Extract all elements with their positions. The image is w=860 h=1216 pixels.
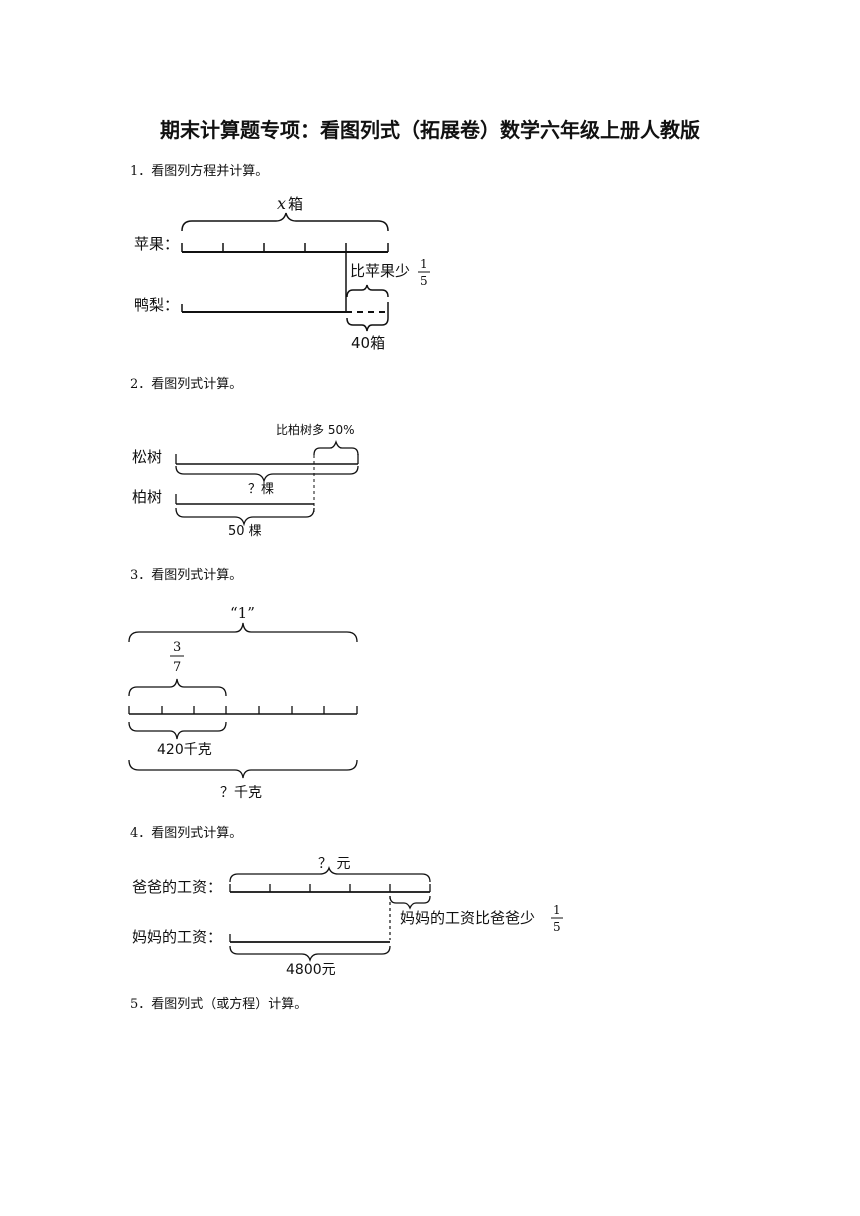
bottom-brace [346,317,389,332]
question-2: 2．看图列式计算。 [130,373,242,392]
mom-label: 妈妈的工资： [132,928,222,946]
top-unit: 箱 [288,195,303,213]
less-brace [389,895,431,910]
question-1: 1．看图列方程并计算。 [130,160,268,179]
question-text: 看图列式计算。 [151,377,243,392]
unit-one-label: “1” [230,604,255,622]
less-label: 比苹果少 [350,262,410,280]
top-brace [181,212,389,232]
dad-ticks [229,884,431,892]
question-number: 2． [130,377,152,392]
question-number: 3． [130,568,152,583]
part-label: 420千克 [157,742,212,758]
fraction-numerator: 1 [420,257,428,271]
part-brace [128,678,227,697]
pine-total: ？棵 [248,482,274,497]
bottom-label: 40箱 [351,334,385,352]
apple-ticks [181,243,389,252]
bottom-brace [229,945,391,963]
top-brace [229,865,431,883]
fraction-numerator: 1 [553,903,561,917]
less-label: 妈妈的工资比爸爸少 [400,909,535,927]
dad-label: 爸爸的工资： [132,878,222,896]
question-5: 5．看图列式（或方程）计算。 [130,993,307,1012]
apple-label: 苹果： [134,235,179,253]
top-label: ？ 元 [318,856,350,872]
segment-ticks [128,706,358,714]
question-number: 1． [130,164,152,179]
pine-label: 松树 [132,448,162,466]
fraction-denominator: 5 [553,920,561,934]
question-3: 3．看图列式计算。 [130,564,242,583]
question-text: 看图列式计算。 [151,568,243,583]
extra-brace [313,439,359,456]
pear-label: 鸭梨： [134,296,179,314]
fraction-numerator: 3 [173,640,181,655]
bottom-label: 4800元 [286,962,336,978]
cypress-total: 50 棵 [228,524,262,539]
fraction-denominator: 7 [173,660,181,675]
page-title: 期末计算题专项：看图列式（拓展卷）数学六年级上册人教版 [160,118,700,142]
question-text: 看图列式（或方程）计算。 [151,997,308,1012]
top-variable: x [277,194,286,213]
question-4: 4．看图列式计算。 [130,822,242,841]
total-label: ？千克 [220,785,262,801]
question-text: 看图列方程并计算。 [151,164,269,179]
pine-brace [175,465,359,484]
question-number: 4． [130,826,152,841]
cypress-brace [175,507,315,527]
cypress-label: 柏树 [132,488,162,506]
more-label: 比柏树多 50% [276,422,355,437]
part-bottom-brace [128,721,227,740]
segment-brace [346,284,389,298]
fraction-denominator: 5 [420,274,428,288]
question-text: 看图列式计算。 [151,826,243,841]
total-brace [128,759,358,779]
whole-brace [128,622,358,643]
question-number: 5． [130,997,152,1012]
